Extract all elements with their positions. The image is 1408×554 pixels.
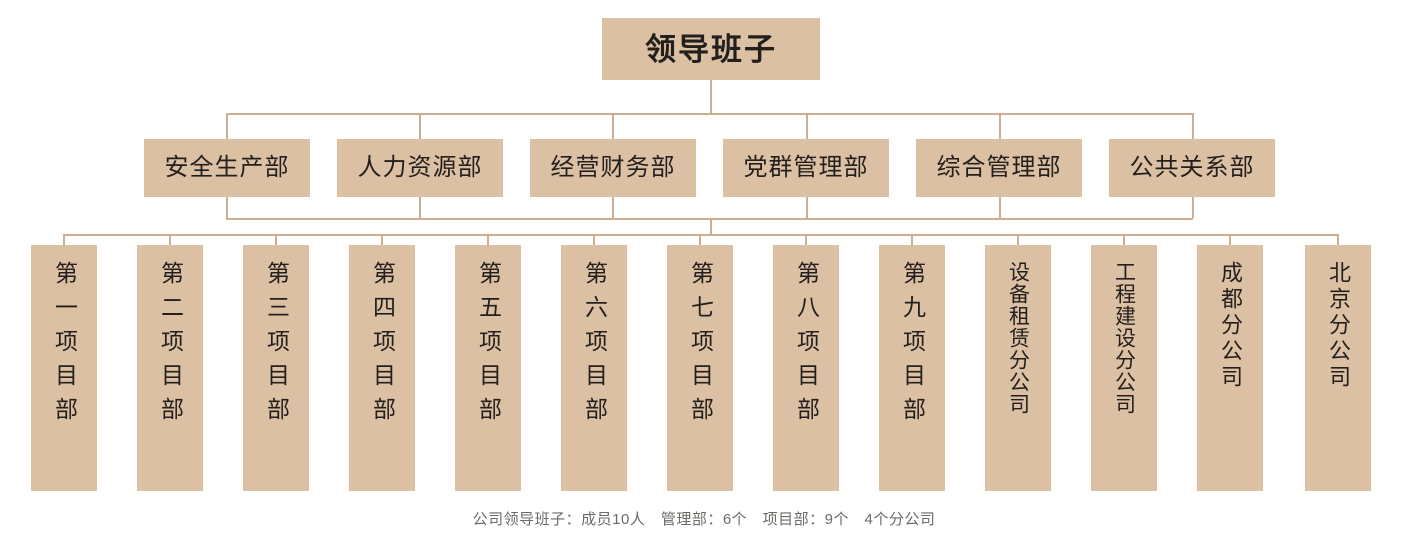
node-unit-1[interactable]: 第一项目部 (31, 245, 97, 491)
connector-drop-dept-4 (806, 113, 808, 139)
connector-riser-dept-5 (999, 197, 1001, 218)
node-label: 第二项目部 (157, 261, 184, 431)
connector-department-bus (226, 113, 1193, 115)
node-label: 第五项目部 (475, 261, 502, 431)
node-label: 综合管理部 (936, 154, 1062, 181)
connector-riser-dept-1 (226, 197, 228, 218)
connector-drop-unit-3 (275, 234, 277, 245)
node-department-1[interactable]: 安全生产部 (144, 139, 310, 197)
connector-drop-unit-13 (1337, 234, 1339, 245)
node-label: 第四项目部 (369, 261, 396, 431)
node-unit-10[interactable]: 设备租赁分公司 (985, 245, 1051, 491)
node-label: 党群管理部 (743, 154, 869, 181)
node-label: 第一项目部 (51, 261, 78, 431)
node-label: 第八项目部 (793, 261, 820, 431)
node-label: 经营财务部 (550, 154, 676, 181)
node-label: 成都分公司 (1218, 261, 1243, 391)
connector-drop-unit-5 (487, 234, 489, 245)
node-label: 北京分公司 (1326, 261, 1351, 391)
node-unit-9[interactable]: 第九项目部 (879, 245, 945, 491)
connector-drop-unit-10 (1017, 234, 1019, 245)
connector-drop-dept-3 (612, 113, 614, 139)
node-label: 第七项目部 (687, 261, 714, 431)
node-label: 第六项目部 (581, 261, 608, 431)
node-unit-11[interactable]: 工程建设分公司 (1091, 245, 1157, 491)
connector-drop-dept-5 (999, 113, 1001, 139)
connector-drop-unit-7 (699, 234, 701, 245)
summary-footer: 公司领导班子：成员10人 管理部：6个 项目部：9个 4个分公司 (472, 511, 936, 528)
node-department-5[interactable]: 综合管理部 (916, 139, 1082, 197)
connector-riser-dept-4 (806, 197, 808, 218)
connector-unit-bus (63, 234, 1339, 236)
node-label: 设备租赁分公司 (1006, 261, 1030, 415)
node-department-3[interactable]: 经营财务部 (530, 139, 696, 197)
connector-dept-bottom-bus (226, 218, 1193, 220)
node-unit-5[interactable]: 第五项目部 (455, 245, 521, 491)
connector-drop-unit-9 (911, 234, 913, 245)
node-unit-4[interactable]: 第四项目部 (349, 245, 415, 491)
node-department-2[interactable]: 人力资源部 (337, 139, 503, 197)
connector-drop-unit-8 (805, 234, 807, 245)
node-department-4[interactable]: 党群管理部 (723, 139, 889, 197)
node-label: 领导班子 (645, 31, 777, 67)
connector-riser-dept-6 (1192, 197, 1194, 218)
node-unit-3[interactable]: 第三项目部 (243, 245, 309, 491)
node-label: 公共关系部 (1129, 154, 1255, 181)
node-label: 工程建设分公司 (1112, 261, 1136, 415)
connector-drop-unit-2 (169, 234, 171, 245)
connector-drop-unit-11 (1123, 234, 1125, 245)
connector-drop-dept-2 (419, 113, 421, 139)
connector-drop-unit-6 (593, 234, 595, 245)
node-label: 第九项目部 (899, 261, 926, 431)
connector-drop-unit-4 (381, 234, 383, 245)
connector-drop-dept-1 (226, 113, 228, 139)
node-label: 人力资源部 (357, 154, 483, 181)
connector-root-drop (710, 80, 712, 114)
node-unit-12[interactable]: 成都分公司 (1197, 245, 1263, 491)
node-unit-2[interactable]: 第二项目部 (137, 245, 203, 491)
connector-drop-unit-12 (1229, 234, 1231, 245)
node-leadership-team[interactable]: 领导班子 (602, 18, 820, 80)
node-department-6[interactable]: 公共关系部 (1109, 139, 1275, 197)
connector-drop-unit-1 (63, 234, 65, 245)
node-label: 第三项目部 (263, 261, 290, 431)
connector-riser-dept-3 (612, 197, 614, 218)
connector-unit-trunk-drop (710, 218, 712, 235)
node-unit-8[interactable]: 第八项目部 (773, 245, 839, 491)
node-unit-13[interactable]: 北京分公司 (1305, 245, 1371, 491)
node-label: 安全生产部 (164, 154, 290, 181)
node-unit-7[interactable]: 第七项目部 (667, 245, 733, 491)
node-unit-6[interactable]: 第六项目部 (561, 245, 627, 491)
connector-drop-dept-6 (1192, 113, 1194, 139)
connector-riser-dept-2 (419, 197, 421, 218)
